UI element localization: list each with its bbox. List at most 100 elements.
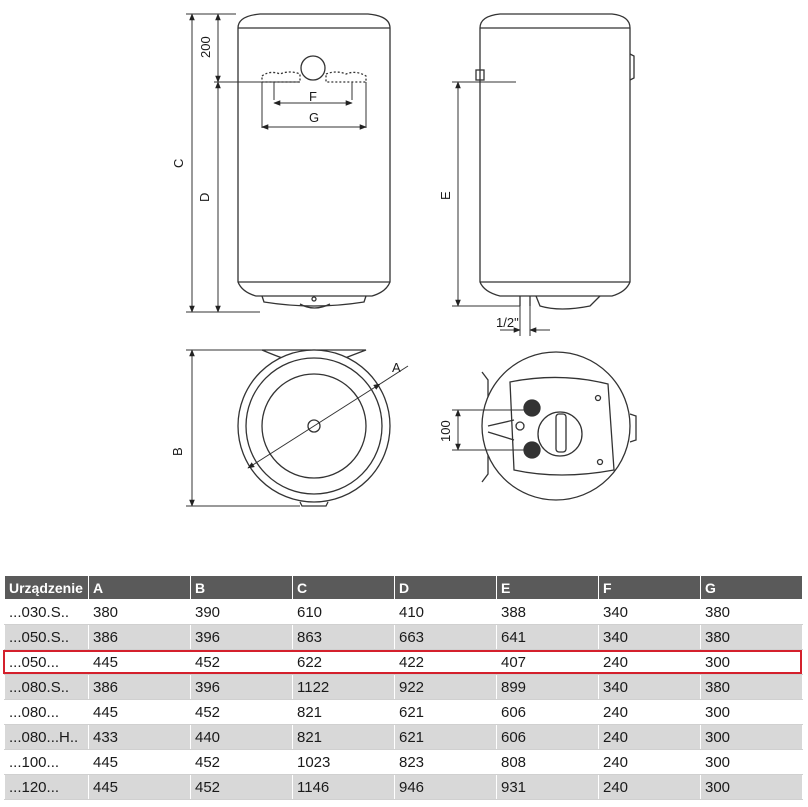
value-cell: 621 bbox=[394, 699, 497, 725]
value-cell: 1122 bbox=[292, 674, 395, 700]
dim-label-half-inch: 1/2" bbox=[496, 315, 519, 330]
value-cell: 300 bbox=[700, 699, 803, 725]
value-cell: 380 bbox=[700, 674, 803, 700]
dim-label-f: F bbox=[309, 89, 317, 104]
front-view-dimensions bbox=[186, 13, 367, 313]
column-header-device: Urządzenie bbox=[4, 575, 89, 600]
value-cell: 606 bbox=[496, 699, 599, 725]
value-cell: 300 bbox=[700, 749, 803, 775]
bottom-view-dimensions bbox=[452, 409, 528, 451]
device-cell: ...080.S.. bbox=[4, 674, 89, 700]
value-cell: 240 bbox=[598, 749, 701, 775]
value-cell: 622 bbox=[292, 649, 395, 675]
value-cell: 340 bbox=[598, 599, 701, 625]
value-cell: 396 bbox=[190, 674, 293, 700]
column-header-c: C bbox=[292, 575, 395, 600]
value-cell: 452 bbox=[190, 649, 293, 675]
device-cell: ...030.S.. bbox=[4, 599, 89, 625]
column-header-b: B bbox=[190, 575, 293, 600]
value-cell: 340 bbox=[598, 674, 701, 700]
value-cell: 606 bbox=[496, 724, 599, 750]
technical-drawing-svg: F G 200 C D E 1/2" A B bbox=[170, 13, 637, 507]
column-header-f: F bbox=[598, 575, 701, 600]
value-cell: 931 bbox=[496, 774, 599, 800]
value-cell: 240 bbox=[598, 724, 701, 750]
value-cell: 240 bbox=[598, 774, 701, 800]
value-cell: 663 bbox=[394, 624, 497, 650]
dim-label-e: E bbox=[438, 191, 453, 200]
value-cell: 1146 bbox=[292, 774, 395, 800]
column-header-g: G bbox=[700, 575, 803, 600]
device-cell: ...050.S.. bbox=[4, 624, 89, 650]
value-cell: 388 bbox=[496, 599, 599, 625]
side-view bbox=[475, 13, 635, 310]
value-cell: 422 bbox=[394, 649, 497, 675]
value-cell: 863 bbox=[292, 624, 395, 650]
value-cell: 452 bbox=[190, 699, 293, 725]
value-cell: 445 bbox=[88, 774, 191, 800]
bottom-view bbox=[481, 351, 637, 501]
top-view-dimensions bbox=[186, 349, 409, 507]
value-cell: 445 bbox=[88, 699, 191, 725]
value-cell: 410 bbox=[394, 599, 497, 625]
value-cell: 300 bbox=[700, 774, 803, 800]
value-cell: 380 bbox=[700, 599, 803, 625]
value-cell: 821 bbox=[292, 699, 395, 725]
device-cell: ...080...H.. bbox=[4, 724, 89, 750]
value-cell: 300 bbox=[700, 724, 803, 750]
device-cell: ...120... bbox=[4, 774, 89, 800]
value-cell: 300 bbox=[700, 649, 803, 675]
value-cell: 946 bbox=[394, 774, 497, 800]
side-view-dimensions bbox=[452, 81, 550, 336]
value-cell: 823 bbox=[394, 749, 497, 775]
value-cell: 445 bbox=[88, 649, 191, 675]
value-cell: 922 bbox=[394, 674, 497, 700]
top-view bbox=[237, 349, 391, 507]
value-cell: 1023 bbox=[292, 749, 395, 775]
front-view bbox=[237, 13, 391, 309]
dim-label-a: A bbox=[392, 360, 401, 375]
dim-label-d: D bbox=[197, 193, 212, 202]
value-cell: 386 bbox=[88, 674, 191, 700]
value-cell: 452 bbox=[190, 749, 293, 775]
dim-label-100: 100 bbox=[438, 420, 453, 442]
value-cell: 445 bbox=[88, 749, 191, 775]
value-cell: 386 bbox=[88, 624, 191, 650]
value-cell: 641 bbox=[496, 624, 599, 650]
value-cell: 340 bbox=[598, 624, 701, 650]
value-cell: 240 bbox=[598, 649, 701, 675]
device-cell: ...080... bbox=[4, 699, 89, 725]
column-header-d: D bbox=[394, 575, 497, 600]
value-cell: 240 bbox=[598, 699, 701, 725]
column-header-a: A bbox=[88, 575, 191, 600]
value-cell: 899 bbox=[496, 674, 599, 700]
value-cell: 407 bbox=[496, 649, 599, 675]
dim-label-200: 200 bbox=[198, 36, 213, 58]
technical-drawing: F G 200 C D E 1/2" A B bbox=[170, 13, 637, 507]
device-cell: ...100... bbox=[4, 749, 89, 775]
value-cell: 390 bbox=[190, 599, 293, 625]
value-cell: 396 bbox=[190, 624, 293, 650]
device-cell: ...050... bbox=[4, 649, 89, 675]
value-cell: 808 bbox=[496, 749, 599, 775]
value-cell: 821 bbox=[292, 724, 395, 750]
value-cell: 380 bbox=[88, 599, 191, 625]
value-cell: 380 bbox=[700, 624, 803, 650]
value-cell: 610 bbox=[292, 599, 395, 625]
dim-label-b: B bbox=[170, 447, 185, 456]
dim-label-g: G bbox=[309, 110, 319, 125]
value-cell: 433 bbox=[88, 724, 191, 750]
column-header-e: E bbox=[496, 575, 599, 600]
dim-label-c: C bbox=[171, 159, 186, 168]
value-cell: 440 bbox=[190, 724, 293, 750]
